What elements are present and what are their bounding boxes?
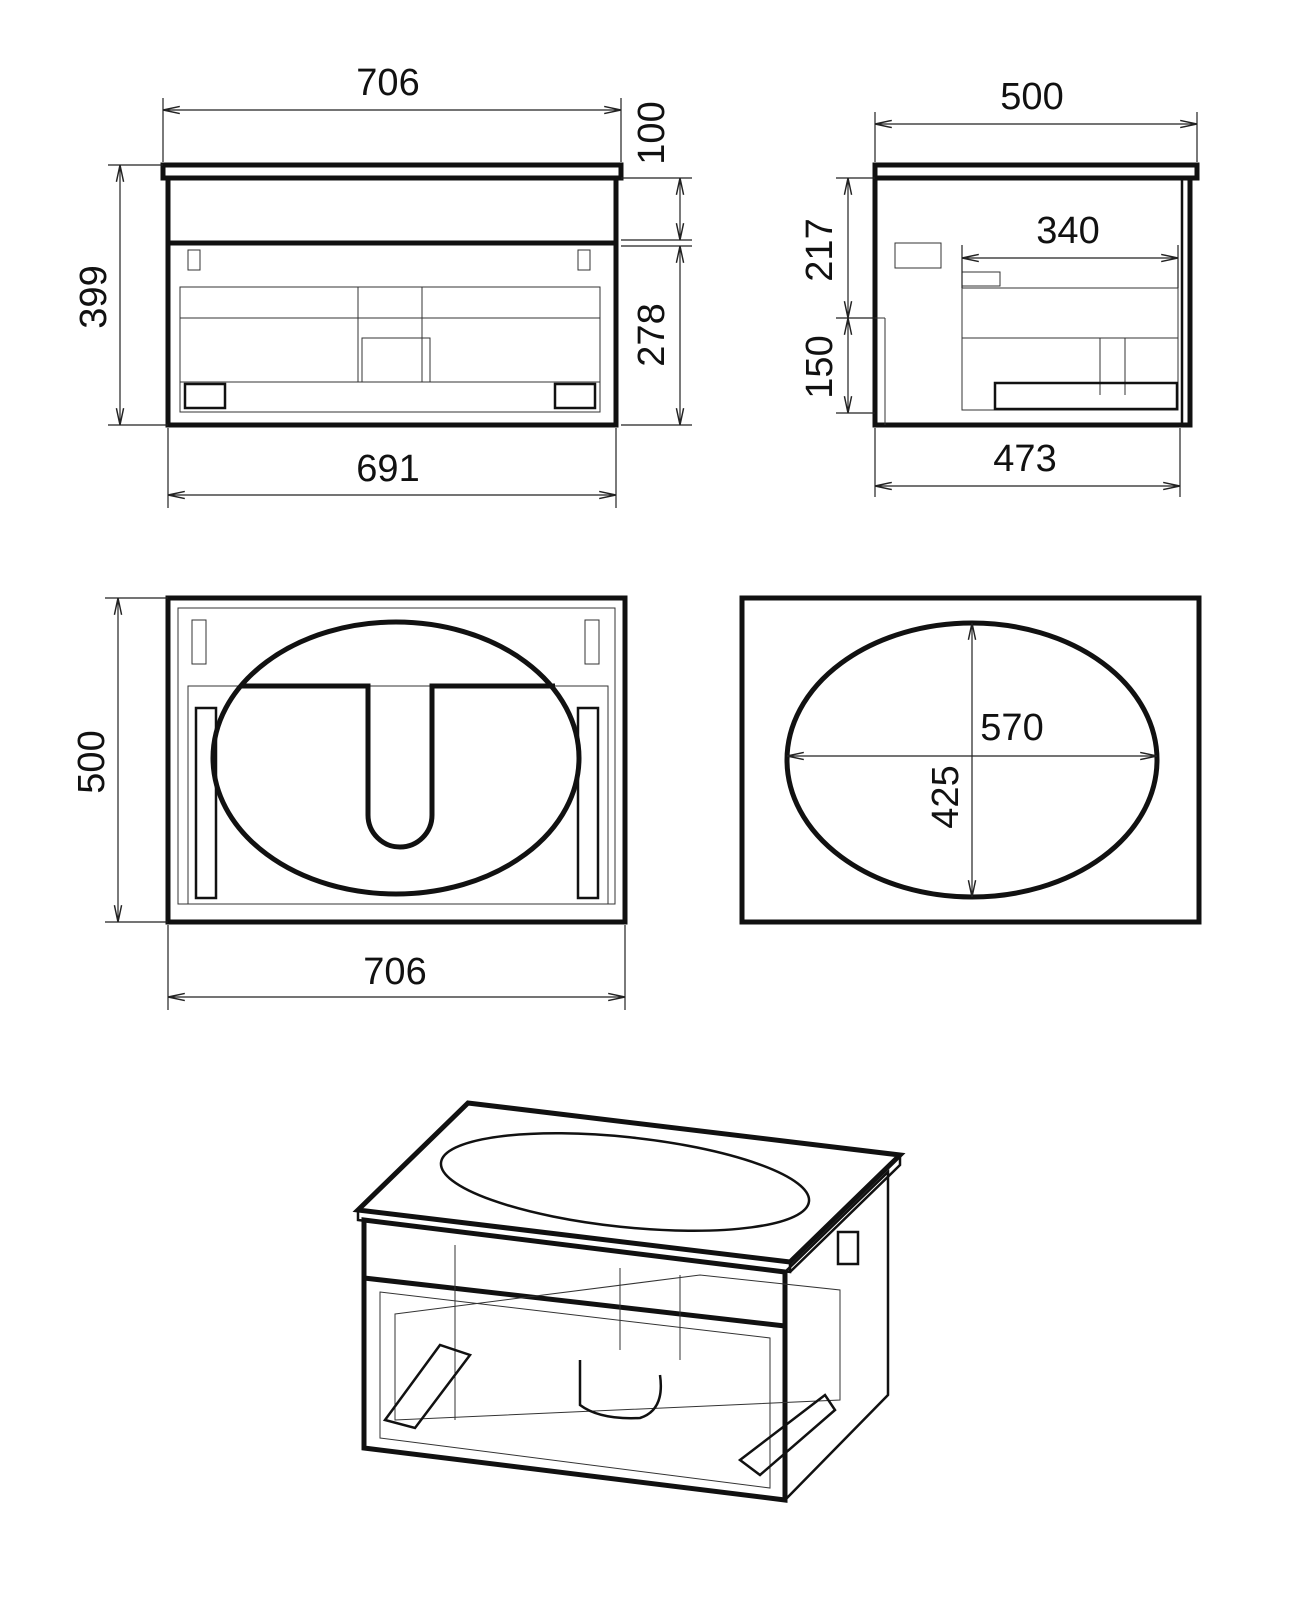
dim-inner-depth: 340 [1036,210,1099,252]
dim-width-top: 706 [356,62,419,104]
dim-lower-section: 278 [631,303,673,366]
dim-basin-width: 425 [925,765,967,828]
dim-upper-height: 217 [799,218,841,281]
dim-depth-body: 473 [993,438,1056,480]
dim-depth-top: 500 [1000,76,1063,118]
dim-top-width: 706 [363,951,426,993]
basin-outline [210,619,582,897]
basin-view: 570 425 [739,595,1202,925]
top-view: 500 706 [71,595,628,1010]
iso-basin [439,1131,811,1233]
basin-top-slab [739,595,1202,925]
iso-cabinet-front [361,1217,788,1503]
cabinet-side [872,175,1193,428]
dim-height-total: 399 [73,265,115,328]
dim-basin-length: 570 [980,707,1043,749]
isometric-view [352,1100,906,1503]
dim-top-section: 100 [631,101,673,164]
dim-lower-height: 150 [799,335,841,398]
dim-top-depth: 500 [71,730,113,793]
siphon-cutout [240,683,555,850]
cabinet-body [165,175,619,428]
side-view: 500 340 217 150 473 [799,76,1200,497]
cabinet-top [165,595,628,925]
dim-width-body: 691 [356,448,419,490]
front-view: 706 399 100 278 691 [73,62,692,508]
